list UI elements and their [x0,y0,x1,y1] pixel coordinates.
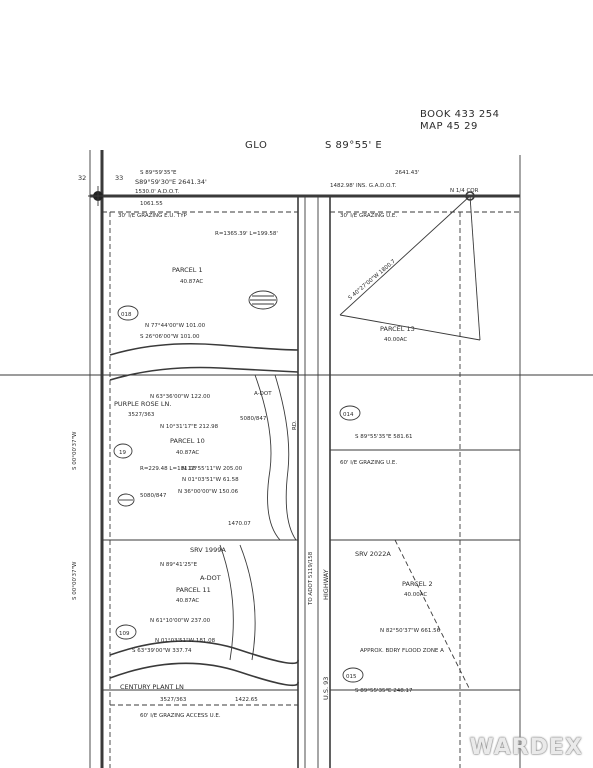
ne-corner-label: N 1/4 COR [450,188,479,194]
corner-32-label: 32 [78,174,86,182]
purple-rose-north-edge [109,342,299,356]
flood-zone-label: APPROX. BDRY FLOOD ZONE A [360,648,444,654]
bearing-10: N 01°03'51"W 181.08 [155,638,216,644]
bearing-3: N 63°36'00"W 122.00 [150,394,211,400]
top-line-3: 2641.43' [395,170,419,176]
srv-curve-west [219,544,234,661]
srv-2022-label: SRV 2022A [355,550,391,558]
bearing-15: R=1365.39' L=199.58' [215,231,278,237]
top-line-5: 1530.0' A.D.O.T. [135,189,179,195]
bearing-14: N 82°50'37"W 661.56 [380,628,441,634]
parcel-10-area: 40.87AC [176,450,199,456]
top-bearing: S 89°55' E [325,140,382,151]
parcel-2-area: 40.00AC [404,592,427,598]
adot-label-2: A-DOT [200,574,221,582]
structure-symbol-2 [117,493,135,507]
century-plant-south-edge [109,662,299,687]
parcel-10-name: PARCEL 10 [170,437,205,445]
purple-rose-label: PURPLE ROSE LN. [114,400,171,408]
ne-diagonal-2 [469,195,481,341]
century-plant-label: CENTURY PLANT LN [120,683,184,691]
us93-label: U.S. 93 [322,677,330,700]
to-adot-label: TO ADOT 5119/158 [308,551,314,606]
bearing-1: N 77°44'00"W 101.00 [145,323,206,329]
top-line-4: 1482.98' INS. G.A.D.O.T. [330,183,397,189]
bearing-19: 1470.07 [228,521,251,527]
grazing-ue-label: 60' I/E GRAZING U.E. [340,460,397,466]
grazing-access-label: 60' I/E GRAZING ACCESS U.E. [140,713,221,719]
adot-label-1: A-DOT [254,391,272,397]
srv-curve-east [239,544,256,661]
bearing-5: N 12°55'11"W 205.00 [182,466,243,472]
ne-diagonal-1 [339,195,471,316]
parcel-ne-area: 40.00AC [384,337,407,343]
bearing-18: R=229.48 L=181.05 [140,466,197,472]
structure-symbol [248,290,278,310]
rd-curve-west [254,374,281,541]
top-line-2: S89°59'30"E 2641.34' [135,178,207,186]
parcel-11-name: PARCEL 11 [176,586,211,594]
bearing-25: S 00°00'37"W [72,431,78,470]
flood-zone-line [394,539,471,691]
parcel-ne-name: PARCEL 13 [380,325,415,333]
quarter-corner-marker [465,191,475,201]
century-plant-north-edge [109,640,299,665]
grazing-top-label: 30' I/E GRAZING E.U. TYP [118,213,188,219]
parcel-number-circle-109 [115,624,137,640]
parcel-num-018: 018 [121,312,132,318]
parcel-num-109: 109 [119,631,130,637]
glo-label: GLO [245,140,267,151]
highway-label: HIGHWAY [322,569,330,600]
bearing-17: S 00°00'37"W [72,561,78,600]
top-line-1: S 89°59'35"E [140,170,177,176]
bearing-12: S 89°55'35"E 581.61 [355,434,413,440]
map-label: MAP 45 29 [420,121,478,132]
bearing-4: N 10°31'17"E 212.98 [160,424,219,430]
rd-label: RD. [292,420,298,430]
top-line-6: 1061.55 [140,201,163,207]
book-label: BOOK 433 254 [420,109,500,120]
rd-curve-east [274,374,297,541]
parcel-number-circle-19 [113,443,133,459]
parcel-number-circle-014 [339,405,361,421]
bearing-16: S 40°27'00"W 1800.7 [347,258,397,301]
parcel-1-name: PARCEL 1 [172,266,203,274]
parcel-number-circle-015 [342,667,364,683]
bearing-8: N 89°41'25"E [160,562,198,568]
bearing-22: 5080/847 [240,416,267,422]
parcel-11-area: 40.87AC [176,598,199,604]
parcel-number-circle-018 [117,305,139,321]
purple-rose-south-edge [109,366,299,381]
bearing-21: 5080/847 [140,493,167,499]
bearing-24: 3527/363 [160,697,187,703]
bearing-13: S 89°55'35"E 248.17 [355,688,413,694]
bearing-7: N 36°00'00"W 150.06 [178,489,239,495]
ne-diagonal-3 [339,314,481,341]
bearing-9: N 61°10'00"W 237.00 [150,618,211,624]
corner-33-label: 33 [115,174,123,182]
parcel-2-name: PARCEL 2 [402,580,433,588]
parcel-1-area: 40.87AC [180,279,203,285]
watermark: WARDEX [469,735,583,760]
bearing-11: S 63°39'00"W 337.74 [132,648,192,654]
bearing-6: N 01°03'51"W 61.58 [182,477,239,483]
bearing-23: 3527/363 [128,412,155,418]
bearing-2: S 26°06'00"W 101.00 [140,334,200,340]
bearing-20: 1422.65 [235,697,258,703]
parcel-num-19: 19 [119,450,126,456]
parcel-num-014: 014 [343,412,354,418]
parcel-num-015: 015 [346,674,357,680]
srv-1999-label: SRV 1999A [190,546,226,554]
grazing-ne-label: 30' I/E GRAZING U.E. [340,213,397,219]
